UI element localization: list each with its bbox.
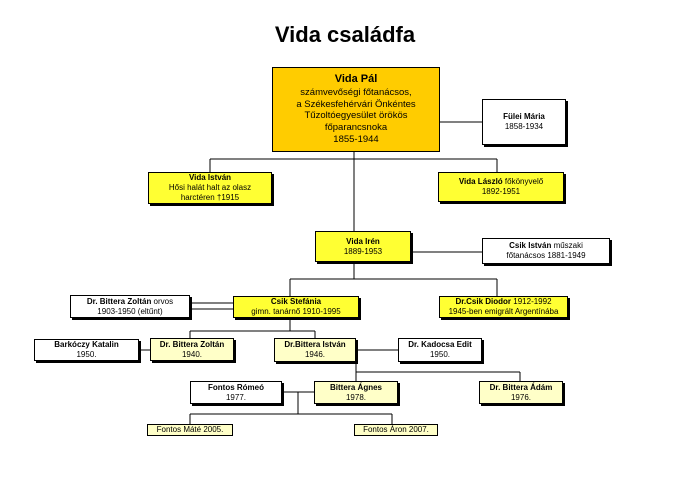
- person-box-vida-istvan: Vida István Hősi halát halt az olasz har…: [148, 172, 272, 204]
- person-detail: 1950.: [429, 350, 451, 359]
- person-box-vida-laszlo: Vida László főkönyvelő 1892-1951: [438, 172, 564, 202]
- person-box-fontos-romeo: Fontos Rómeó 1977.: [190, 381, 282, 404]
- person-detail: 1978.: [345, 392, 367, 402]
- person-detail: a Székesfehérvári Önkéntes: [296, 98, 416, 110]
- person-dates: 1912-1992: [511, 297, 552, 306]
- person-box-bittera-agnes: Bittera Ágnes 1978.: [314, 381, 398, 404]
- person-detail: 1946.: [304, 350, 326, 359]
- person-name: Vida László: [458, 177, 503, 186]
- person-box-csik-stefania: Csik Stefánia gimn. tanárnő 1910-1995: [233, 296, 359, 318]
- person-occupation: orvos: [151, 296, 174, 306]
- person-detail: 1892-1951: [481, 187, 521, 196]
- person-detail: Hősi halát halt az olasz: [168, 183, 252, 192]
- person-box-bittera-istvan: Dr.Bittera István 1946.: [274, 338, 356, 362]
- person-box-bittera-zoltan-jr: Dr. Bittera Zoltán 1940.: [150, 338, 234, 361]
- person-box-bittera-adam: Dr. Bittera Ádám 1976.: [479, 381, 563, 404]
- person-name: Bittera Ágnes: [329, 382, 382, 392]
- person-box-bittera-zoltan-sr: Dr. Bittera Zoltán orvos 1903-1950 (eltű…: [70, 295, 190, 318]
- person-detail: 1976.: [510, 392, 532, 402]
- person-name: Dr. Bittera Zoltán: [86, 296, 152, 306]
- person-detail: főtanácsos 1881-1949: [506, 251, 586, 260]
- person-box-fontos-mate: Fontos Máté 2005.: [147, 424, 233, 436]
- person-name: Dr. Kadocsa Edit: [408, 340, 472, 349]
- person-detail: 1977.: [225, 392, 247, 402]
- person-detail: főparancsnoka: [324, 122, 388, 134]
- person-box-vida-pal: Vida Pál számvevőségi főtanácsos, a Szék…: [272, 67, 440, 152]
- person-box-csik-istvan: Csik István műszaki főtanácsos 1881-1949: [482, 238, 610, 264]
- person-name: Fontos Áron 2007.: [363, 425, 429, 434]
- person-name: Csik István: [509, 241, 552, 250]
- person-name: Dr.Bittera István: [284, 340, 346, 349]
- person-name: Fontos Máté 2005.: [156, 425, 224, 434]
- person-name: Dr. Bittera Ádám: [489, 382, 553, 392]
- person-name: Fontos Rómeó: [208, 382, 264, 392]
- person-detail: gimn. tanárnő 1910-1995: [251, 307, 341, 316]
- person-detail: 1940.: [181, 349, 203, 359]
- person-box-csik-diodor: Dr.Csik Diodor 1912-1992 1945-ben emigrá…: [439, 296, 568, 318]
- person-box-barkoczy-katalin: Barkóczy Katalin 1950.: [34, 339, 139, 361]
- person-name: Barkóczy Katalin: [54, 340, 119, 349]
- person-detail: 1950.: [76, 350, 97, 359]
- person-detail: 1855-1944: [333, 134, 379, 146]
- person-detail: számvevőségi főtanácsos,: [300, 86, 412, 98]
- person-occupation: műszaki: [551, 241, 583, 250]
- person-detail: 1889-1953: [343, 246, 383, 256]
- person-name: Csik Stefánia: [270, 297, 322, 306]
- person-occupation: főkönyvelő: [502, 177, 544, 186]
- person-name: Dr.Csik Diodor: [455, 297, 512, 306]
- person-box-fulei-maria: Fülei Mária 1858-1934: [482, 99, 566, 145]
- person-box-kadocsa-edit: Dr. Kadocsa Edit 1950.: [398, 338, 482, 362]
- person-name: Vida Irén: [346, 236, 380, 246]
- page-title: Vida családfa: [274, 22, 416, 47]
- person-box-vida-iren: Vida Irén 1889-1953: [315, 231, 411, 262]
- person-detail: Tűzoltóegyesület örökös: [304, 110, 408, 122]
- person-detail: harctéren †1915: [180, 193, 240, 202]
- person-name: Fülei Mária: [503, 112, 545, 121]
- person-box-fontos-aron: Fontos Áron 2007.: [354, 424, 438, 436]
- person-name: Vida István: [188, 173, 232, 182]
- person-name: Dr. Bittera Zoltán: [159, 339, 225, 349]
- person-name: Vida Pál: [334, 72, 378, 85]
- person-detail: 1903-1950 (eltűnt): [97, 306, 163, 316]
- person-detail: 1858-1934: [504, 122, 544, 131]
- person-detail: 1945-ben emigrált Argentínába: [448, 307, 559, 316]
